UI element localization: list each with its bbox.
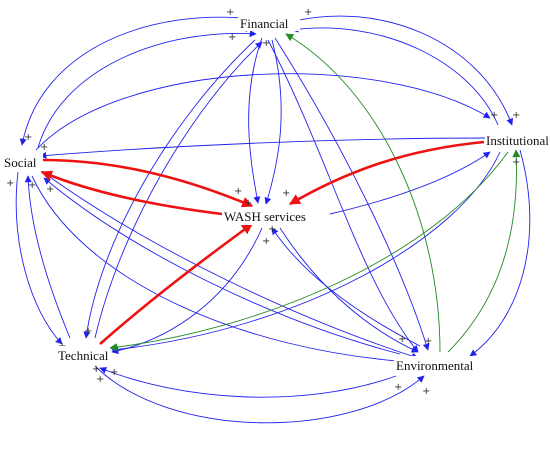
- link-wash-social: [40, 170, 223, 216]
- sign-plus: +: [262, 38, 270, 49]
- sign-plus: +: [512, 157, 520, 168]
- link-social-technical: [15, 171, 63, 345]
- node-social: Social: [4, 155, 37, 170]
- sign-plus: +: [244, 198, 252, 209]
- link-social-environmental-2: [31, 175, 411, 366]
- link-financial-environmental: [274, 37, 430, 351]
- node-institutional: Institutional: [486, 133, 549, 148]
- link-environmental-social: [43, 177, 401, 355]
- sign-plus: +: [394, 382, 402, 393]
- sign-plus: +: [96, 374, 104, 385]
- label-bg: [238, 13, 300, 31]
- node-technical: Technical: [58, 348, 109, 363]
- link-institutional-wash: [289, 140, 485, 206]
- sign-plus: +: [512, 110, 520, 121]
- sign-plus: +: [92, 364, 100, 375]
- sign-plus: +: [84, 326, 92, 337]
- polarity-signs: + + + + + + + + + + + + + + + + + + + + …: [6, 7, 520, 397]
- link-institutional-technical-green: [109, 151, 509, 352]
- label-bg: [56, 346, 110, 364]
- sign-plus: +: [490, 110, 498, 121]
- link-social-institutional: [35, 73, 491, 151]
- sign-plus: +: [226, 7, 234, 18]
- sign-plus: +: [398, 334, 406, 345]
- sign-plus: +: [40, 142, 48, 153]
- link-social-wash: [41, 158, 254, 208]
- link-financial-institutional: [289, 15, 514, 126]
- link-technical-environmental: [94, 365, 425, 424]
- link-environmental-institutional: [447, 149, 521, 353]
- sign-plus: +: [6, 178, 14, 189]
- red-links: [40, 140, 485, 345]
- link-wash-environmental: [279, 227, 419, 353]
- label-bg: [485, 131, 549, 149]
- blue-links: [15, 15, 531, 424]
- sign-plus: +: [268, 224, 276, 235]
- link-institutional-financial: [291, 25, 499, 126]
- label-bg: [394, 356, 474, 374]
- link-environmental-financial: [285, 33, 441, 353]
- link-technical-wash: [99, 222, 253, 345]
- sign-plus: +: [24, 132, 32, 143]
- link-wash-technical: [111, 227, 263, 355]
- sign-plus: +: [28, 180, 36, 191]
- sign-plus: +: [422, 386, 430, 397]
- sign-plus: +: [262, 236, 270, 247]
- node-financial: Financial: [240, 16, 289, 31]
- sign-plus: +: [110, 367, 118, 378]
- sign-plus: +: [234, 186, 242, 197]
- node-labels: Financial Institutional Social WASH serv…: [3, 13, 549, 374]
- link-social-financial: [37, 30, 257, 149]
- sign-plus: +: [424, 336, 432, 347]
- link-financial-wash: [248, 37, 263, 204]
- link-institutional-social: [39, 137, 487, 159]
- link-financial-environmental-2: [267, 39, 419, 353]
- link-environmental-wash: [271, 227, 421, 347]
- link-social-environmental: [39, 169, 419, 360]
- node-environmental: Environmental: [396, 358, 474, 373]
- link-environmental-technical: [99, 367, 397, 398]
- link-financial-wash-2: [264, 39, 282, 205]
- link-financial-technical: [83, 39, 256, 339]
- sign-plus: +: [46, 184, 54, 195]
- link-technical-social: [24, 175, 71, 339]
- label-bg: [222, 207, 330, 225]
- node-wash-services: WASH services: [224, 209, 306, 224]
- link-institutional-environmental: [469, 149, 531, 357]
- label-bg: [3, 153, 43, 171]
- sign-plus: +: [282, 188, 290, 199]
- link-wash-institutional: [329, 151, 491, 215]
- sign-plus: +: [228, 32, 236, 43]
- link-financial-social: [19, 16, 263, 146]
- green-links: [109, 33, 521, 353]
- sign-plus: +: [304, 7, 312, 18]
